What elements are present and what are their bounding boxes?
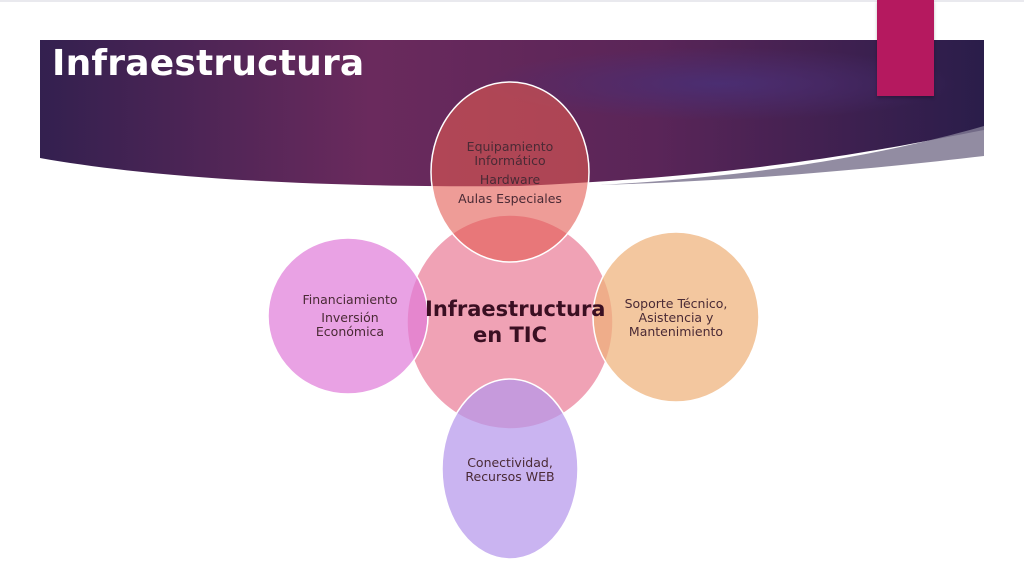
node-right-line: Soporte Técnico, bbox=[624, 296, 728, 311]
node-left-line: Financiamiento bbox=[302, 292, 398, 307]
node-right-line: Asistencia y bbox=[638, 310, 714, 325]
center-label-line: en TIC bbox=[472, 323, 548, 347]
top-rule bbox=[0, 0, 1024, 2]
center-label: Infraestructura en TIC bbox=[425, 296, 606, 348]
node-bottom-circle bbox=[441, 378, 579, 560]
center-label-line: Infraestructura bbox=[425, 297, 606, 321]
slide-title: Infraestructura bbox=[52, 43, 365, 84]
node-top-circle bbox=[430, 81, 590, 263]
node-left-line: Económica bbox=[315, 324, 385, 339]
node-top-line: Aulas Especiales bbox=[458, 191, 562, 206]
node-top-line: Equipamiento bbox=[466, 139, 554, 154]
node-right-line: Mantenimiento bbox=[628, 324, 724, 339]
node-left-circle bbox=[267, 237, 429, 395]
node-top-label: Equipamiento Informático Hardware Aulas … bbox=[440, 140, 580, 206]
node-bottom-label: Conectividad, Recursos WEB bbox=[450, 456, 570, 484]
node-top-line: Informático bbox=[474, 153, 546, 168]
accent-tab bbox=[877, 0, 934, 96]
node-left-line: Inversión bbox=[321, 310, 379, 325]
node-right-label: Soporte Técnico, Asistencia y Mantenimie… bbox=[612, 297, 740, 339]
node-bottom-line: Recursos WEB bbox=[465, 469, 555, 484]
node-left-label: Financiamiento Inversión Económica bbox=[294, 293, 406, 339]
node-top-line: Hardware bbox=[479, 172, 541, 187]
node-bottom-line: Conectividad, bbox=[467, 455, 553, 470]
node-right-circle bbox=[592, 231, 760, 403]
